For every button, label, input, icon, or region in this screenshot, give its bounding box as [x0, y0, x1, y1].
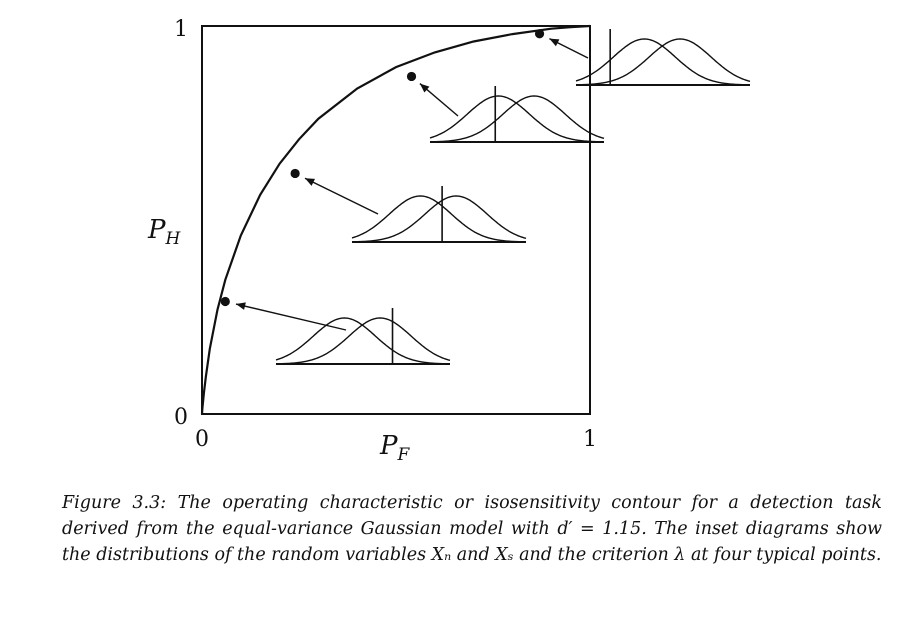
noise-distribution-curve — [275, 317, 451, 365]
x-tick-label-left: 0 — [195, 427, 209, 452]
y-axis-label-main: P — [147, 215, 166, 245]
noise-distribution-curve — [351, 195, 527, 243]
inset-diagram-3 — [429, 86, 605, 143]
y-axis-label: PH — [147, 215, 182, 249]
signal-distribution-curve — [430, 95, 605, 143]
roc-curve — [200, 24, 591, 415]
roc-point-4 — [534, 29, 545, 39]
signal-distribution-curve — [276, 317, 451, 365]
inset-diagrams — [275, 29, 751, 365]
inset-diagram-2 — [351, 186, 527, 243]
arrow-head — [419, 83, 430, 93]
roc-figure: 1 0 0 1 PH PF — [147, 17, 751, 465]
arrow-shaft — [235, 303, 347, 331]
signal-distribution-curve — [352, 195, 527, 243]
arrow-head — [305, 178, 315, 186]
y-tick-label-bottom: 0 — [174, 405, 188, 430]
roc-point-2 — [290, 168, 300, 179]
highlighted-points — [220, 29, 545, 307]
inset-diagram-1 — [275, 308, 451, 365]
inset-arrows — [235, 38, 589, 331]
plot-frame — [201, 25, 591, 415]
noise-distribution-curve — [429, 95, 605, 143]
y-tick-label-top: 1 — [174, 17, 188, 42]
arrow-head — [235, 302, 246, 310]
x-axis-label-subscript: F — [397, 445, 411, 465]
x-axis-label: PF — [379, 431, 411, 465]
arrow-shaft — [304, 177, 379, 215]
inset-diagram-4 — [575, 29, 751, 86]
y-axis-label-subscript: H — [165, 229, 182, 249]
signal-distribution-curve — [576, 38, 751, 86]
roc-point-3 — [406, 71, 417, 82]
roc-point-1 — [220, 296, 230, 307]
x-tick-label-right: 1 — [583, 427, 597, 452]
arrow-head — [549, 38, 560, 47]
figure-caption: Figure 3.3: The operating characteristic… — [62, 493, 882, 565]
noise-distribution-curve — [575, 38, 751, 86]
x-axis-label-main: P — [379, 431, 398, 461]
